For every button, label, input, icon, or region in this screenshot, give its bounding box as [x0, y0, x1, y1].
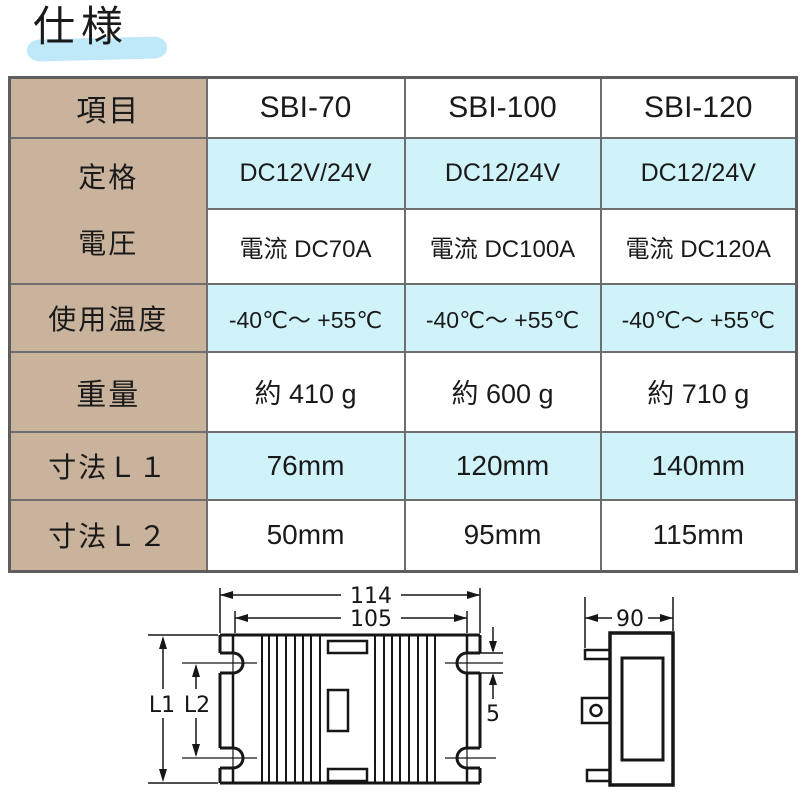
dim-114-arrow-right	[467, 591, 480, 599]
dim-label-105: 105	[350, 607, 392, 632]
dim-105-arrow-left	[235, 614, 248, 622]
dim-5-lines	[480, 627, 503, 699]
dim-label-l1: L1	[149, 693, 175, 718]
top-slot	[326, 639, 369, 655]
dim-105-arrow-right	[454, 614, 467, 622]
dim-l2-sbi70: 50mm	[205, 498, 406, 573]
voltage-sbi120: DC12/24V	[599, 136, 798, 210]
dim-90-arrow-left	[585, 614, 598, 622]
dim-114-lines	[219, 588, 481, 633]
temperature-row: 使用温度 -40℃～ +55℃ -40℃～ +55℃ -40℃～ +55℃	[8, 282, 798, 353]
bottom-slot	[326, 767, 369, 783]
dim-l1-sbi100: 120mm	[403, 430, 602, 501]
dim-l1-arrow-bottom	[159, 769, 167, 782]
side-view-drawing: 90	[580, 597, 675, 787]
dim-105-lines	[234, 611, 468, 633]
label-rated-voltage: 定格 電圧	[8, 136, 208, 285]
terminal-top	[583, 648, 612, 661]
dim-l1-sbi120: 140mm	[599, 430, 798, 501]
side-window	[620, 656, 665, 762]
rated-voltage-row: 定格 電圧 DC12V/24V DC12/24V DC12/24V	[8, 136, 798, 285]
left-mount-slots	[220, 651, 245, 770]
header-model-sbi70: SBI-70	[205, 76, 406, 139]
dim-114-arrow-left	[220, 591, 233, 599]
weight-row: 重量 約 410 g 約 600 g 約 710 g	[8, 350, 798, 433]
temp-sbi70: -40℃～ +55℃	[205, 282, 406, 353]
title-block: 仕様	[26, 2, 168, 62]
temp-sbi120: -40℃～ +55℃	[599, 282, 798, 353]
dim-l2-sbi100: 95mm	[403, 498, 602, 573]
weight-sbi100: 約 600 g	[403, 350, 602, 433]
dimension-drawing: 114 105 L1 L2 5 90	[148, 584, 675, 787]
dim-l2-arrow-bottom	[192, 744, 200, 757]
dimension-l1-row: 寸法Ｌ１ 76mm 120mm 140mm	[8, 430, 798, 501]
dimension-l2-row: 寸法Ｌ２ 50mm 95mm 115mm	[8, 498, 798, 573]
dim-l1-arrow-top	[159, 636, 167, 649]
weight-sbi70: 約 410 g	[205, 350, 406, 433]
dim-90-lines	[584, 597, 674, 648]
dim-5-arrow-down	[489, 641, 497, 653]
header-model-sbi120: SBI-120	[599, 76, 798, 139]
voltage-sbi100: DC12/24V	[403, 136, 602, 210]
header-model-sbi100: SBI-100	[403, 76, 602, 139]
terminal-middle	[580, 696, 612, 725]
body-outline	[218, 633, 482, 785]
terminal-bottom	[585, 768, 612, 783]
dim-l1-sbi70: 76mm	[205, 430, 406, 501]
terminal-hole	[589, 703, 603, 718]
dim-l2-arrow-top	[192, 664, 200, 677]
dim-label-5: 5	[486, 702, 500, 727]
dim-l1-lines	[148, 634, 218, 784]
dim-label-l2: L2	[184, 693, 210, 718]
temp-sbi100: -40℃～ +55℃	[403, 282, 602, 353]
dim-label-114: 114	[350, 584, 392, 609]
rated-current-row: 電流 DC70A 電流 DC100A 電流 DC120A	[10, 207, 798, 285]
slot-centerlines	[182, 645, 503, 776]
table-header-row: 項目 SBI-70 SBI-100 SBI-120	[8, 76, 798, 139]
fin-lines	[261, 635, 436, 783]
right-mount-slots	[455, 651, 480, 770]
label-temperature: 使用温度	[8, 282, 208, 353]
weight-sbi120: 約 710 g	[599, 350, 798, 433]
current-sbi70: 電流 DC70A	[205, 207, 406, 285]
dim-90-arrow-right	[660, 614, 673, 622]
header-item: 項目	[8, 76, 208, 139]
label-dim-l2: 寸法Ｌ２	[8, 498, 208, 573]
page-title: 仕様	[33, 3, 130, 50]
spec-table: 項目 SBI-70 SBI-100 SBI-120 定格 電圧 DC12V/24…	[8, 76, 798, 573]
voltage-sbi70: DC12V/24V	[205, 136, 406, 210]
center-window	[326, 688, 350, 733]
top-view-drawing: 114 105 L1 L2 5	[148, 584, 503, 785]
dim-l2-sbi120: 115mm	[599, 498, 798, 573]
current-sbi120: 電流 DC120A	[599, 207, 798, 285]
label-dim-l1: 寸法Ｌ１	[8, 430, 208, 501]
dim-label-90: 90	[616, 607, 644, 632]
current-sbi100: 電流 DC100A	[403, 207, 602, 285]
label-weight: 重量	[8, 350, 208, 433]
dim-5-arrow-up	[489, 673, 497, 685]
